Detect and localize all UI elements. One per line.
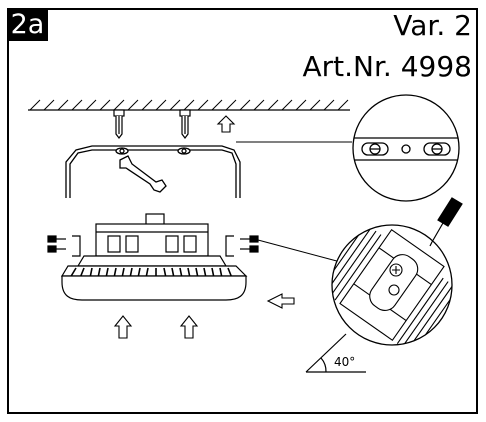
- article-number-label: Art.Nr. 4998: [302, 50, 473, 83]
- ceiling: [28, 99, 350, 111]
- arrow-left-icon: [266, 293, 295, 309]
- wall-anchor-right: [179, 109, 191, 139]
- detail-screw-adjust: [331, 224, 453, 346]
- mounting-bracket: [65, 145, 241, 198]
- light-fixture: [47, 213, 259, 301]
- arrow-up-icon: [113, 315, 133, 339]
- wall-anchor-left: [113, 109, 125, 139]
- detail-bracket-slots: [352, 94, 460, 202]
- angle-label: 40°: [334, 355, 355, 369]
- step-badge: 2a: [7, 8, 48, 41]
- variant-label: Var. 2: [393, 9, 472, 42]
- angle-indicator: [305, 333, 366, 373]
- instruction-frame: [7, 8, 478, 414]
- leader-line-fixture: [257, 239, 349, 265]
- arrow-up-icon: [179, 315, 199, 339]
- screwdriver-icon: [429, 197, 463, 247]
- arrow-up-icon: [216, 115, 236, 133]
- wrench-icon: [119, 155, 167, 193]
